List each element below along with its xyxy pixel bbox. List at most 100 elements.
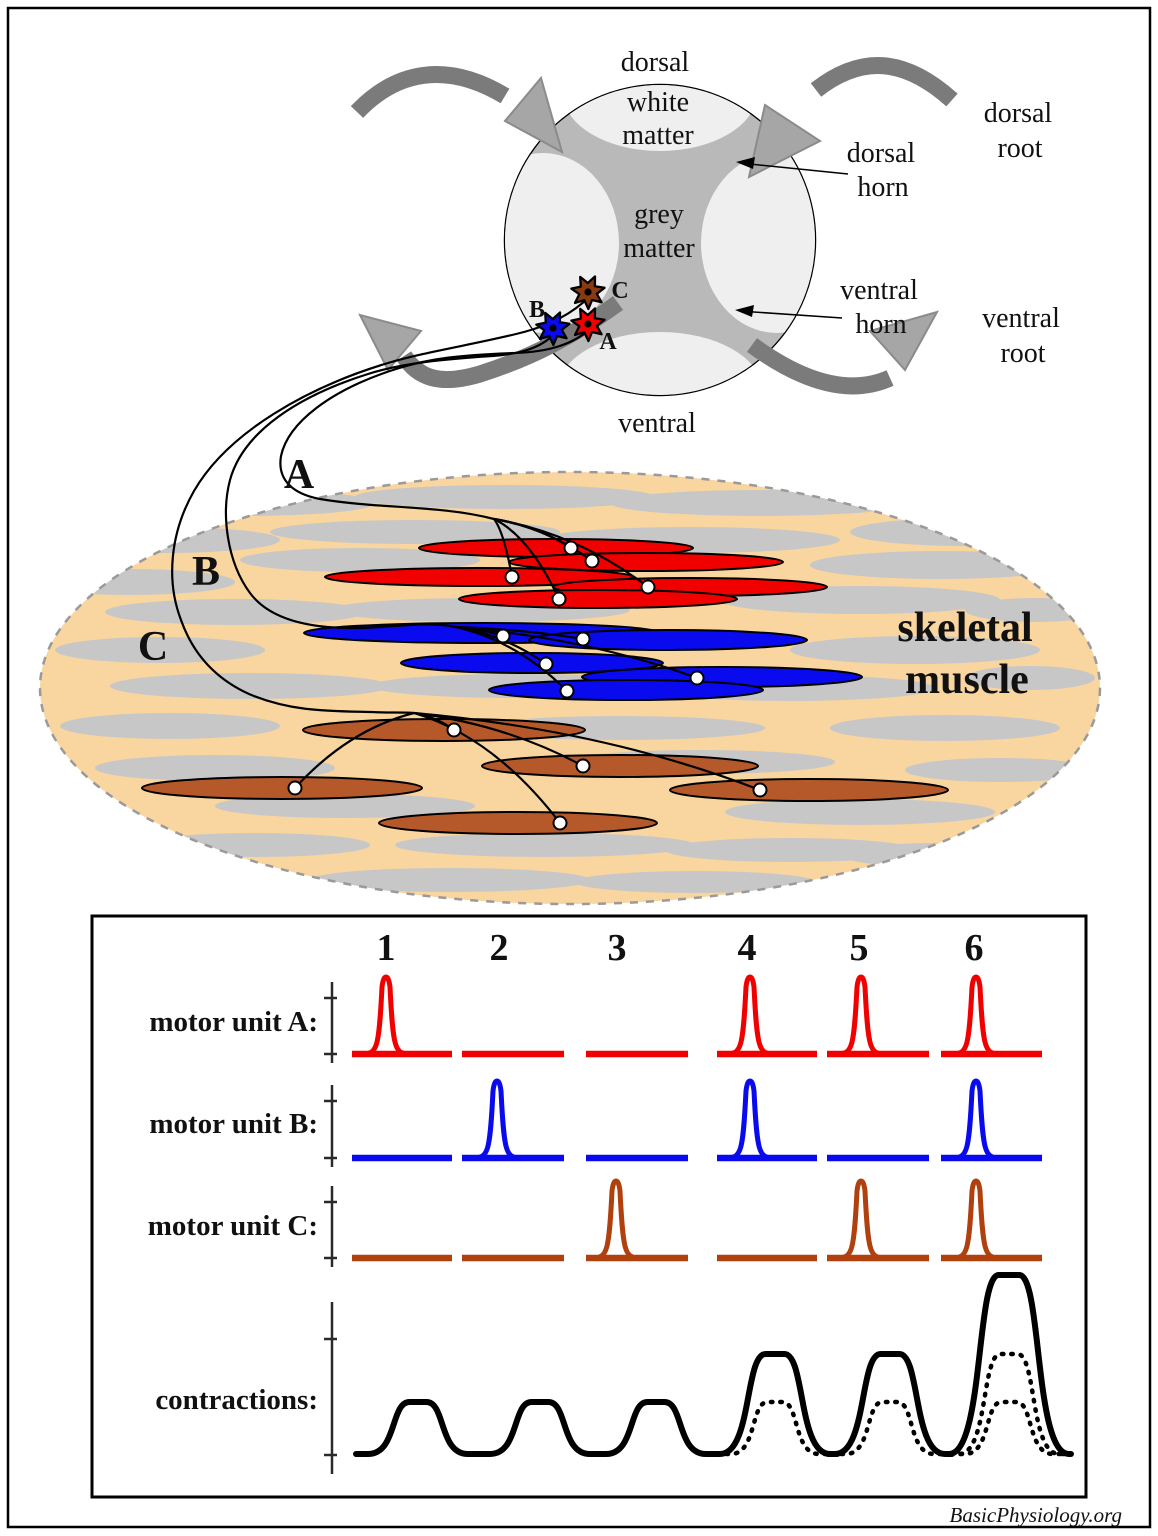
dorsal-root-right-arrowhead [747,103,822,179]
label-ventral-bottom: ventral [618,408,696,439]
skeletal-muscle-illustration [38,470,1102,906]
label-axon-A: A [284,452,315,498]
background-fiber [850,518,1080,546]
label-ventral-root-2: root [1000,338,1045,369]
trace-spike [593,1178,639,1261]
label-dorsal-horn-1: dorsal [847,138,916,169]
axon-branch-C [294,711,415,789]
white-matter-dorsal-lobe [563,85,757,151]
trace-spike [953,1178,999,1261]
muscle-fiber-B [400,652,664,674]
trace-spike [727,1078,773,1161]
muscle-fiber-B [528,629,808,651]
background-fiber [610,490,910,516]
column-number-4: 4 [738,927,757,969]
label-axon-B: B [192,549,220,595]
white-matter-ventral-lobe [558,332,762,395]
dorsal-root-right-shaft [810,57,958,107]
endplate-dot-B [689,670,705,686]
endplate-dot-C [575,758,591,774]
trace-spike [838,974,884,1057]
ventral-root-right-shaft [746,338,894,395]
background-fiber [830,715,1060,741]
column-number-6: 6 [965,927,984,969]
background-fiber [110,673,390,699]
endplate-dot-A [640,579,656,595]
background-fiber [310,868,590,892]
background-fiber [840,843,1040,867]
traces-panel-border [90,914,1088,1499]
background-fiber [55,637,265,663]
trace-spike [953,974,999,1057]
ventral-root-left-arrowhead [358,313,423,372]
axon-C [171,296,590,715]
background-fiber [240,548,480,572]
trace-spike [474,1078,520,1161]
label-white-matter-2: matter [622,120,694,151]
label-grey-matter-2: matter [623,233,695,264]
label-ventral-horn-1: ventral [840,275,918,306]
muscle-fiber-C [481,754,759,778]
contraction-dotted [948,1351,1070,1457]
label-axon-C: C [138,624,168,670]
endplate-dot-C [287,780,303,796]
column-number-1: 1 [377,927,396,969]
ventral-root-right-arrowhead [868,310,940,372]
dorsal-horn-pointer-arrowhead [736,157,755,169]
row-label-2: motor unit B: [149,1108,318,1140]
dorsal-root-left-arrowhead [503,75,564,155]
endplate-dot-C [552,815,568,831]
label-pointer-arrows [735,157,849,319]
motor-neuron-somas: ABC [529,275,629,355]
label-skeletal: skeletal [897,605,1032,651]
column-number-3: 3 [608,927,627,969]
cord-labels: dorsal white matter grey matter dorsal h… [618,47,1060,439]
column-number-5: 5 [850,927,869,969]
credit-text: BasicPhysiology.org [950,1503,1122,1527]
contraction-solid [591,1399,721,1457]
axon-branch-C [413,711,561,824]
background-fiber [810,551,1070,579]
contraction-solid [353,1399,483,1457]
label-white-matter-1: white [627,87,689,118]
muscle-fiber-B [488,679,764,701]
label-ventral-root-1: ventral [982,303,1060,334]
contraction-solid [475,1399,605,1457]
ventral-horn-pointer-line [738,310,843,319]
background-fiber [395,833,695,857]
contraction-solid [710,1351,840,1457]
label-ventral-horn-2: horn [855,309,906,340]
dorsal-root-left-shaft [350,66,510,118]
motor-neuron-label-A: A [599,329,617,355]
neuromuscular-junctions [287,540,768,831]
background-fiber [355,485,655,509]
endplate-dot-B [538,656,554,672]
endplate-dot-B [559,683,575,699]
row-label-1: motor unit A: [149,1006,318,1038]
label-dorsal-root-1: dorsal [984,98,1053,129]
axon-branch-C [413,711,761,792]
label-muscle: muscle [905,657,1029,703]
label-dorsal-top: dorsal [621,47,690,78]
trace-spike [363,974,409,1057]
endplate-dot-B [495,628,511,644]
background-fiber [50,527,280,553]
label-dorsal-root-2: root [997,133,1042,164]
endplate-dot-C [752,782,768,798]
background-fiber [965,666,1095,690]
endplate-dot-C [446,722,462,738]
muscle-fiber-C [378,811,658,835]
label-dorsal-horn-2: horn [857,172,908,203]
background-fiber [105,599,365,625]
row-label-3: motor unit C: [148,1210,318,1242]
dorsal-horn-pointer-line [739,162,849,175]
muscle-fiber-C [141,776,423,800]
label-grey-matter-1: grey [634,199,684,230]
axon-branch-C [413,711,584,767]
motor-neuron-nucleus-A [584,320,592,328]
background-fiber [790,636,1040,664]
contraction-solid [944,1272,1074,1457]
motor-neuron-nucleus-B [549,324,557,332]
